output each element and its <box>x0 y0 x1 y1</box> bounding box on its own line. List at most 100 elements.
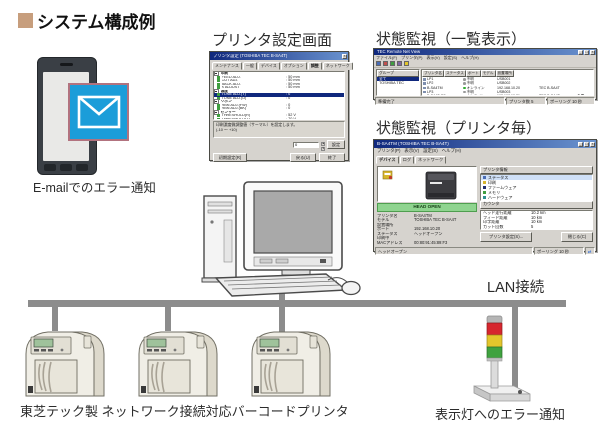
info-item[interactable]: ハードウェア <box>481 195 592 200</box>
printer-row[interactable]: B-SA4T GS オンライン 192.168.10.21 TEC B-SA4T… <box>422 94 593 96</box>
tree-item-icon <box>217 96 220 100</box>
group-item[interactable]: TOSHIBA TEC <box>379 81 404 86</box>
printer-row[interactable]: LP3 不明 USB003 <box>422 90 593 94</box>
printer-port: USB002 <box>497 81 511 86</box>
info-item[interactable]: ファームウェア <box>481 185 592 190</box>
tree-item[interactable]: TONE ADJ.(T) 0 <box>214 92 344 97</box>
printer-window-tab[interactable]: デバイス <box>376 155 399 165</box>
tree-item[interactable]: FEED ADJ. 50 mm <box>214 75 344 80</box>
property-value: 00:80:91:45:89:F3 <box>414 240 448 245</box>
column-header[interactable]: ステータス <box>443 70 466 78</box>
set-button[interactable]: 設定 <box>327 140 345 150</box>
window-control-button[interactable]: × <box>590 49 595 55</box>
connection-icon: ⇄ <box>585 247 595 256</box>
column-header[interactable]: ポート <box>465 70 481 78</box>
value-input[interactable] <box>293 141 319 148</box>
info-item[interactable]: 印刷 <box>481 180 592 185</box>
email-icon <box>68 83 129 141</box>
printer-icon <box>423 77 426 81</box>
window-control-button[interactable]: × <box>590 141 595 147</box>
help-icon[interactable] <box>404 61 409 67</box>
window-control-button[interactable]: □ <box>584 141 589 147</box>
refresh-icon[interactable] <box>390 61 395 67</box>
barcode-printer-3 <box>251 331 331 397</box>
column-header[interactable]: モデル <box>480 70 496 78</box>
status-list-caption: 状態監視（一覧表示） <box>376 31 527 48</box>
tree-item[interactable]: X ADJUST 50 mm <box>214 85 344 90</box>
list-window-titlebar[interactable]: TEC Remote Net View _□× <box>374 49 596 55</box>
menu-item[interactable]: 設定(S) <box>423 148 438 153</box>
printer-info-list: ステータス 印刷 ファームウェア メモリ ハードウェア <box>480 173 593 201</box>
status-dot-icon <box>463 90 466 94</box>
menu-item[interactable]: プリンタ(P) <box>401 54 423 60</box>
value-spinner[interactable]: ▲▼ <box>321 141 325 152</box>
printer-window-tab[interactable]: ログ <box>399 155 415 165</box>
init-button[interactable]: 初期設定(R) <box>213 153 247 163</box>
add-printer-icon[interactable] <box>376 61 381 67</box>
group-item[interactable]: 全て <box>377 76 419 82</box>
delete-printer-icon[interactable] <box>383 61 388 67</box>
menu-item[interactable]: ファイル(F) <box>376 54 398 60</box>
info-item-label: 印刷 <box>487 179 497 185</box>
printer-row[interactable]: LP2 不明 USB002 <box>422 81 593 85</box>
printer-settings-button[interactable]: プリンタ設定(S)... <box>480 232 532 242</box>
info-item-label: ファームウェア <box>487 184 517 190</box>
column-header[interactable]: プリンタ名 <box>422 70 444 78</box>
window-control-button[interactable]: _ <box>578 141 583 147</box>
tree-item[interactable]: TONE ADJ.(D) 0 <box>214 96 344 101</box>
menu-item[interactable]: ヘルプ(H) <box>441 148 461 153</box>
tree-item[interactable]: 印刷 <box>214 72 344 77</box>
dialog-tab[interactable]: デバイス <box>257 62 280 70</box>
info-item[interactable]: メモリ <box>481 190 592 195</box>
statusbar-count: プリンタ数 5 <box>506 97 546 106</box>
exit-button[interactable]: 終了 <box>319 153 345 163</box>
tree-item[interactable]: センサー <box>214 109 344 115</box>
printer-window-titlebar[interactable]: B-SA4TM (TOSHIBA TEC B-SA4T) _□× <box>374 140 596 148</box>
tree-item-icon <box>217 114 220 118</box>
tree-item-label: THRESHOLD(R) <box>221 114 251 117</box>
property-row: MACアドレス 00:80:91:45:89:F3 <box>377 241 477 246</box>
menu-item[interactable]: 表示(V) <box>426 54 440 60</box>
menu-item[interactable]: プリンタ(P) <box>377 148 401 153</box>
tree-item[interactable]: THRESHOLD(R) 52 V <box>214 113 344 118</box>
property-row: ポート 192.168.10.20 <box>377 227 477 232</box>
tree-item[interactable]: THRESHOLD(T) 70 V <box>214 117 344 119</box>
dialog-titlebar[interactable]: プリンタ設定 (TOSHIBA TEC B-SA4T) × <box>210 52 348 60</box>
tree-item[interactable]: RBN ADJ.(BK) 0 <box>214 106 344 111</box>
menu-item[interactable]: 表示(V) <box>404 148 420 153</box>
dialog-tab[interactable]: オプション <box>280 62 307 70</box>
property-label: プリンタ名 <box>377 213 398 218</box>
dialog-tab[interactable]: メンテナンス <box>212 62 242 70</box>
printer-row[interactable]: B-SA4TM オンライン 192.168.10.20 TEC B-SA4T <box>422 86 593 90</box>
printer-setting-dialog: プリンタ設定 (TOSHIBA TEC B-SA4T) × メンテナンス一般デバ… <box>209 51 353 163</box>
info-item[interactable]: ステータス <box>481 174 592 180</box>
computer-illustration <box>198 180 364 303</box>
dialog-tab[interactable]: ネットワーク <box>322 62 353 70</box>
group-column-header[interactable]: グループ <box>377 70 419 77</box>
close-window-button[interactable]: 閉じる(C) <box>561 232 593 242</box>
statusbar-polling: ポーリング 10 秒 <box>534 247 584 256</box>
column-header[interactable]: 設置場所 <box>495 70 514 78</box>
tree-item[interactable]: CUT ADJ. 50 mm <box>214 78 344 83</box>
close-button[interactable]: × <box>342 53 347 59</box>
window-control-button[interactable]: □ <box>584 49 589 55</box>
properties-icon[interactable] <box>397 61 402 67</box>
dialog-tab[interactable]: 調整 <box>307 62 322 70</box>
dialog-tab[interactable]: 一般 <box>242 62 257 70</box>
printer-row[interactable]: LP1 不明 USB001 <box>422 77 593 81</box>
tree-item[interactable]: リボン <box>214 99 344 105</box>
window-control-button[interactable]: _ <box>578 49 583 55</box>
tree-item[interactable]: RBN ADJ.(FW) 0 <box>214 103 344 108</box>
printer-window-tab[interactable]: ネットワーク <box>415 155 447 165</box>
printer-status: オンライン <box>466 94 485 97</box>
tree-item-value: 0 <box>286 103 290 108</box>
tree-item-value: 50 mm <box>286 78 300 83</box>
menu-item[interactable]: ヘルプ(H) <box>461 54 479 60</box>
back-button[interactable]: 戻る(U) <box>290 153 316 163</box>
tower-caption: 表示灯へのエラー通知 <box>435 407 566 422</box>
tree-item[interactable]: BACK ADJ. 50 mm <box>214 82 344 87</box>
printer2-lan-drop <box>165 303 171 331</box>
menu-item[interactable]: 設定(S) <box>443 54 458 60</box>
